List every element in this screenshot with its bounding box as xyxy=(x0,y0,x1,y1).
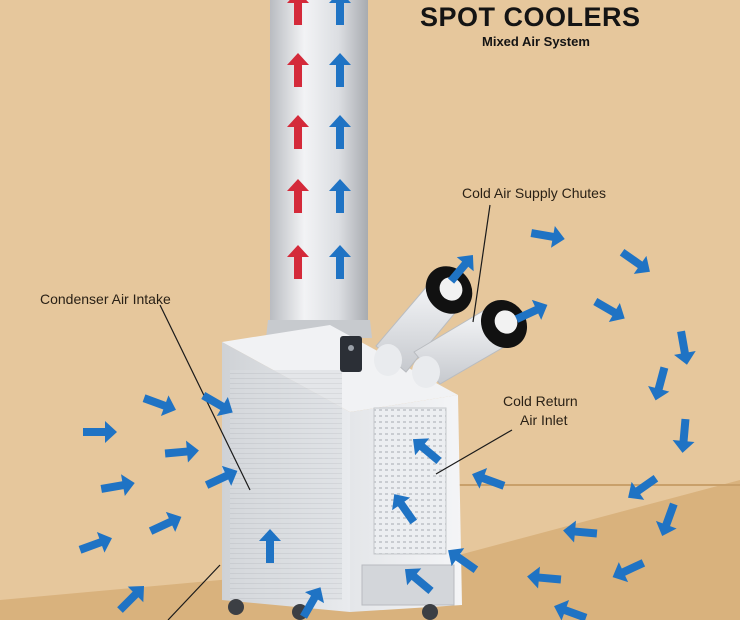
circulating-air-arrow xyxy=(527,566,562,589)
spot-cooler-unit xyxy=(222,325,462,620)
hot-exhaust-arrow xyxy=(287,0,309,25)
condenser-intake-arrow xyxy=(83,421,117,443)
cold-air-arrow xyxy=(329,115,351,149)
return-air-arrow xyxy=(472,467,506,490)
label-cold-return-line2: Air Inlet xyxy=(520,412,568,428)
condenser-intake-arrow xyxy=(164,440,199,463)
circulating-air-arrow xyxy=(612,559,646,583)
cold-air-arrow xyxy=(329,0,351,25)
circulating-air-arrow xyxy=(674,330,696,365)
condenser-intake-arrow xyxy=(142,394,176,417)
supply-air-arrow xyxy=(514,299,548,323)
hot-exhaust-arrow xyxy=(287,53,309,87)
condenser-intake-arrow xyxy=(100,474,135,496)
circulating-air-arrow xyxy=(672,418,695,453)
hot-exhaust-arrow xyxy=(287,245,309,279)
return-air-arrow xyxy=(448,548,479,574)
cold-air-chute-1 xyxy=(374,266,473,376)
airflow-arrows xyxy=(78,0,696,620)
return-air-arrow xyxy=(412,438,442,464)
cold-air-arrow xyxy=(329,53,351,87)
label-cold-return-line1: Cold Return xyxy=(503,393,578,409)
page-title: SPOT COOLERS xyxy=(420,2,641,32)
circulating-air-arrow xyxy=(530,226,565,248)
cold-air-chute-2 xyxy=(412,299,528,388)
return-air-grille xyxy=(373,407,447,555)
condenser-intake-arrow xyxy=(78,531,112,554)
hot-exhaust-arrow xyxy=(287,115,309,149)
circulating-air-arrow xyxy=(628,474,659,500)
circulating-air-arrow xyxy=(554,599,588,620)
circulating-air-arrow xyxy=(619,248,650,274)
condenser-intake-arrow xyxy=(117,585,145,613)
exhaust-duct xyxy=(270,0,368,330)
circulating-air-arrow xyxy=(563,520,598,543)
condenser-intake-arrow xyxy=(201,392,233,417)
condenser-intake-arrow xyxy=(300,587,325,619)
wheel-left xyxy=(228,599,244,615)
unit-side-vents xyxy=(230,370,342,600)
return-air-arrow xyxy=(392,494,418,525)
leader-line-supply-chutes xyxy=(472,204,491,323)
cold-air-arrow xyxy=(329,179,351,213)
label-condenser-air-intake: Condenser Air Intake xyxy=(40,291,171,307)
leader-line-condenser-intake-lower xyxy=(167,564,221,620)
wheel-right xyxy=(422,604,438,620)
return-air-arrow xyxy=(404,568,434,594)
label-cold-air-supply-chutes: Cold Air Supply Chutes xyxy=(462,185,606,201)
floor xyxy=(0,480,740,620)
condenser-intake-arrow xyxy=(148,511,182,535)
control-panel xyxy=(340,336,362,372)
page-subtitle: Mixed Air System xyxy=(482,34,590,49)
condenser-intake-arrow xyxy=(259,529,281,563)
circulating-air-arrow xyxy=(593,298,625,323)
leader-line-return-inlet xyxy=(435,429,513,475)
cold-air-arrow xyxy=(329,245,351,279)
condenser-intake-arrow xyxy=(204,465,238,489)
control-knob xyxy=(348,345,354,351)
circulating-air-arrow xyxy=(655,502,678,536)
hot-exhaust-arrow xyxy=(287,179,309,213)
supply-air-arrow xyxy=(448,254,474,284)
circulating-air-arrow xyxy=(648,366,670,401)
